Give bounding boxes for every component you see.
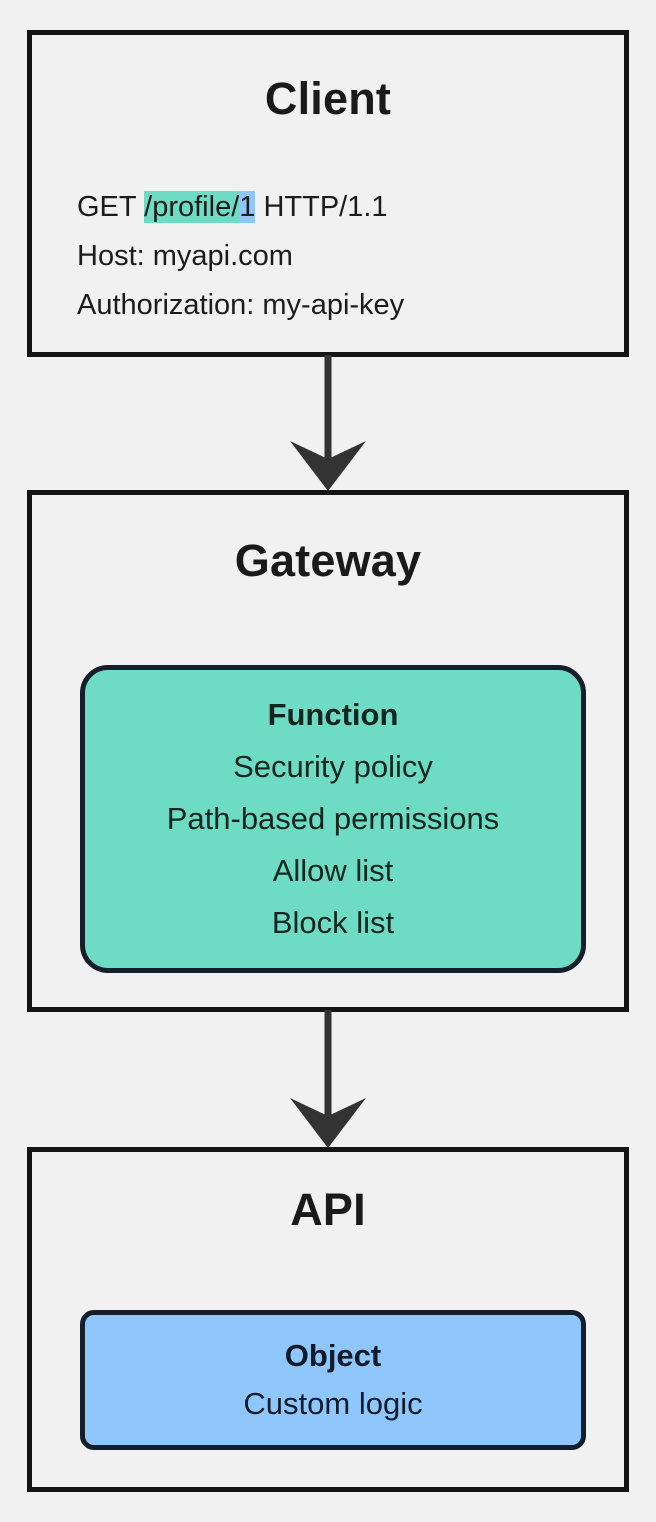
node-api-title: API <box>290 1184 366 1235</box>
request-line-3: Authorization: my-api-key <box>77 289 405 321</box>
node-gateway[interactable]: Gateway Function Security policy Path-ba… <box>27 490 629 1012</box>
function-item-1: Path-based permissions <box>166 801 500 836</box>
node-client-title: Client <box>264 73 392 124</box>
function-item-2: Allow list <box>272 853 394 888</box>
request-method: GET <box>77 191 145 223</box>
function-title: Function <box>267 697 399 732</box>
object-item-0: Custom logic <box>243 1386 423 1421</box>
arrow-client-to-gateway <box>290 355 366 491</box>
node-gateway-function[interactable]: Function Security policy Path-based perm… <box>80 665 586 973</box>
node-api[interactable]: API Object Custom logic <box>27 1147 629 1492</box>
object-title: Object <box>284 1338 382 1373</box>
request-path-highlight: /profile/ <box>144 191 240 223</box>
client-request-block: GET /profile/1 HTTP/1.1 Host: myapi.com … <box>77 183 604 330</box>
arrow-gateway-to-api <box>290 1010 366 1148</box>
function-item-3: Block list <box>271 905 395 940</box>
request-line-2: Host: myapi.com <box>77 240 293 272</box>
node-gateway-title: Gateway <box>234 535 422 586</box>
node-client[interactable]: Client GET /profile/1 HTTP/1.1 Host: mya… <box>27 30 629 357</box>
request-id-highlight: 1 <box>239 191 256 223</box>
request-line-1: GET /profile/1 HTTP/1.1 <box>77 183 604 232</box>
request-protocol: HTTP/1.1 <box>255 191 388 223</box>
node-api-object[interactable]: Object Custom logic <box>80 1310 586 1450</box>
function-item-0: Security policy <box>233 749 433 784</box>
